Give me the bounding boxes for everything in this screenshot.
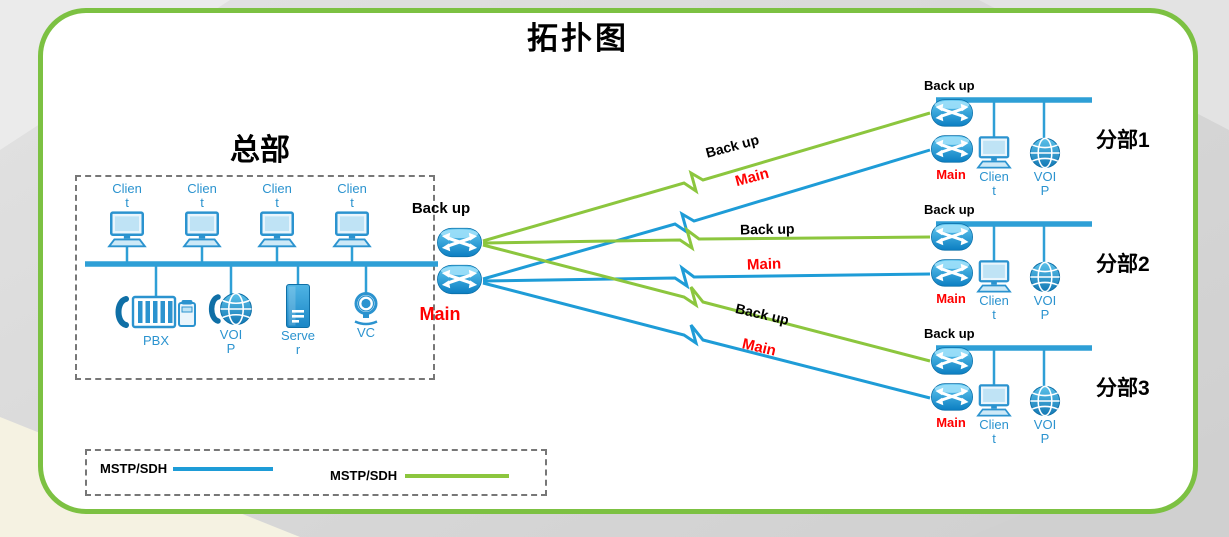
client-label: Client [979, 169, 1009, 199]
hq-pbx: PBX [100, 292, 212, 348]
main-link-label-2: Main [746, 255, 782, 274]
branch-client: Client [972, 136, 1016, 199]
client-label: Client [337, 181, 367, 211]
voip-globe-icon [1028, 384, 1062, 418]
branch-backup-router-icon [930, 344, 974, 377]
hq-client-4: Client [314, 181, 390, 249]
client-computer-icon [331, 211, 373, 249]
branch-main-router-icon [930, 380, 974, 413]
hq-client-2: Client [164, 181, 240, 249]
branch-name: 分部2 [1096, 253, 1150, 276]
hq-client-3: Client [239, 181, 315, 249]
branch-backup-router-icon [930, 96, 974, 129]
branch-backup-router-label: Back up [924, 78, 975, 93]
branch-main-router-label: Main [936, 291, 966, 306]
branch-main-router-icon [930, 256, 974, 289]
backup-link-branch1 [482, 111, 931, 243]
legend-label-main: MSTP/SDH [100, 461, 168, 476]
branch-client: Client [972, 384, 1016, 447]
voip-globe-phone-icon [208, 290, 254, 328]
main-link-branch2 [482, 264, 931, 290]
main-link-branch3 [482, 281, 931, 400]
server-label: Server [281, 328, 315, 358]
voip-label: VOIP [1033, 417, 1057, 447]
backup-link-label-2: Back up [739, 220, 795, 238]
branch-backup-router-icon [930, 220, 974, 253]
legend-box: MSTP/SDH MSTP/SDH [85, 449, 547, 496]
branch-1: Back up Main Client VOIP 分部1 [920, 76, 1220, 228]
voip-label: VOIP [1033, 293, 1057, 323]
hq-server: Server [280, 283, 316, 358]
pbx-icon [112, 292, 200, 334]
legend-label-backup: MSTP/SDH [330, 468, 398, 483]
main-link-branch1 [482, 148, 931, 281]
client-computer-icon [181, 211, 223, 249]
client-label: Client [979, 417, 1009, 447]
client-computer-icon [256, 211, 298, 249]
legend-backup-line-swatch [405, 474, 509, 478]
video-camera-icon [347, 290, 385, 326]
diagram-title: 拓扑图 [527, 21, 629, 56]
voip-globe-icon [1028, 136, 1062, 170]
server-icon [285, 283, 311, 329]
pbx-label: PBX [142, 333, 169, 348]
hq-client-1: Client [89, 181, 165, 249]
voip-globe-icon [1028, 260, 1062, 294]
branch-backup-router-label: Back up [924, 202, 975, 217]
client-computer-icon [974, 136, 1014, 170]
client-label: Client [262, 181, 292, 211]
backup-link-branch2 [482, 226, 931, 252]
backup-link-branch3 [482, 243, 931, 363]
client-label: Client [979, 293, 1009, 323]
legend-main-line-swatch [173, 467, 273, 471]
branch-main-router-label: Main [936, 167, 966, 182]
voip-label: VOIP [1033, 169, 1057, 199]
headquarters-boundary-box [75, 175, 435, 380]
headquarters-label: 总部 [230, 134, 290, 167]
branch-name: 分部3 [1096, 377, 1150, 400]
branch-voip: VOIP [1027, 260, 1063, 323]
client-label: Client [187, 181, 217, 211]
client-computer-icon [974, 384, 1014, 418]
core-main-router-icon [436, 261, 483, 297]
client-computer-icon [974, 260, 1014, 294]
core-backup-router-label: Back up [411, 200, 471, 217]
hq-voip: VOIP [206, 290, 256, 357]
branch-main-router-label: Main [936, 415, 966, 430]
core-main-router-label: Main [419, 304, 461, 324]
branch-3: Back up Main Client VOIP 分部3 [920, 324, 1220, 476]
branch-2: Back up Main Client VOIP 分部2 [920, 200, 1220, 352]
branch-name: 分部1 [1096, 129, 1150, 152]
branch-voip: VOIP [1027, 136, 1063, 199]
branch-client: Client [972, 260, 1016, 323]
core-backup-router-icon [436, 224, 483, 260]
vc-label: VC [356, 325, 376, 340]
branch-voip: VOIP [1027, 384, 1063, 447]
client-label: Client [112, 181, 142, 211]
voip-label: VOIP [219, 327, 243, 357]
hq-vc: VC [346, 290, 386, 340]
branch-main-router-icon [930, 132, 974, 165]
client-computer-icon [106, 211, 148, 249]
branch-backup-router-label: Back up [924, 326, 975, 341]
